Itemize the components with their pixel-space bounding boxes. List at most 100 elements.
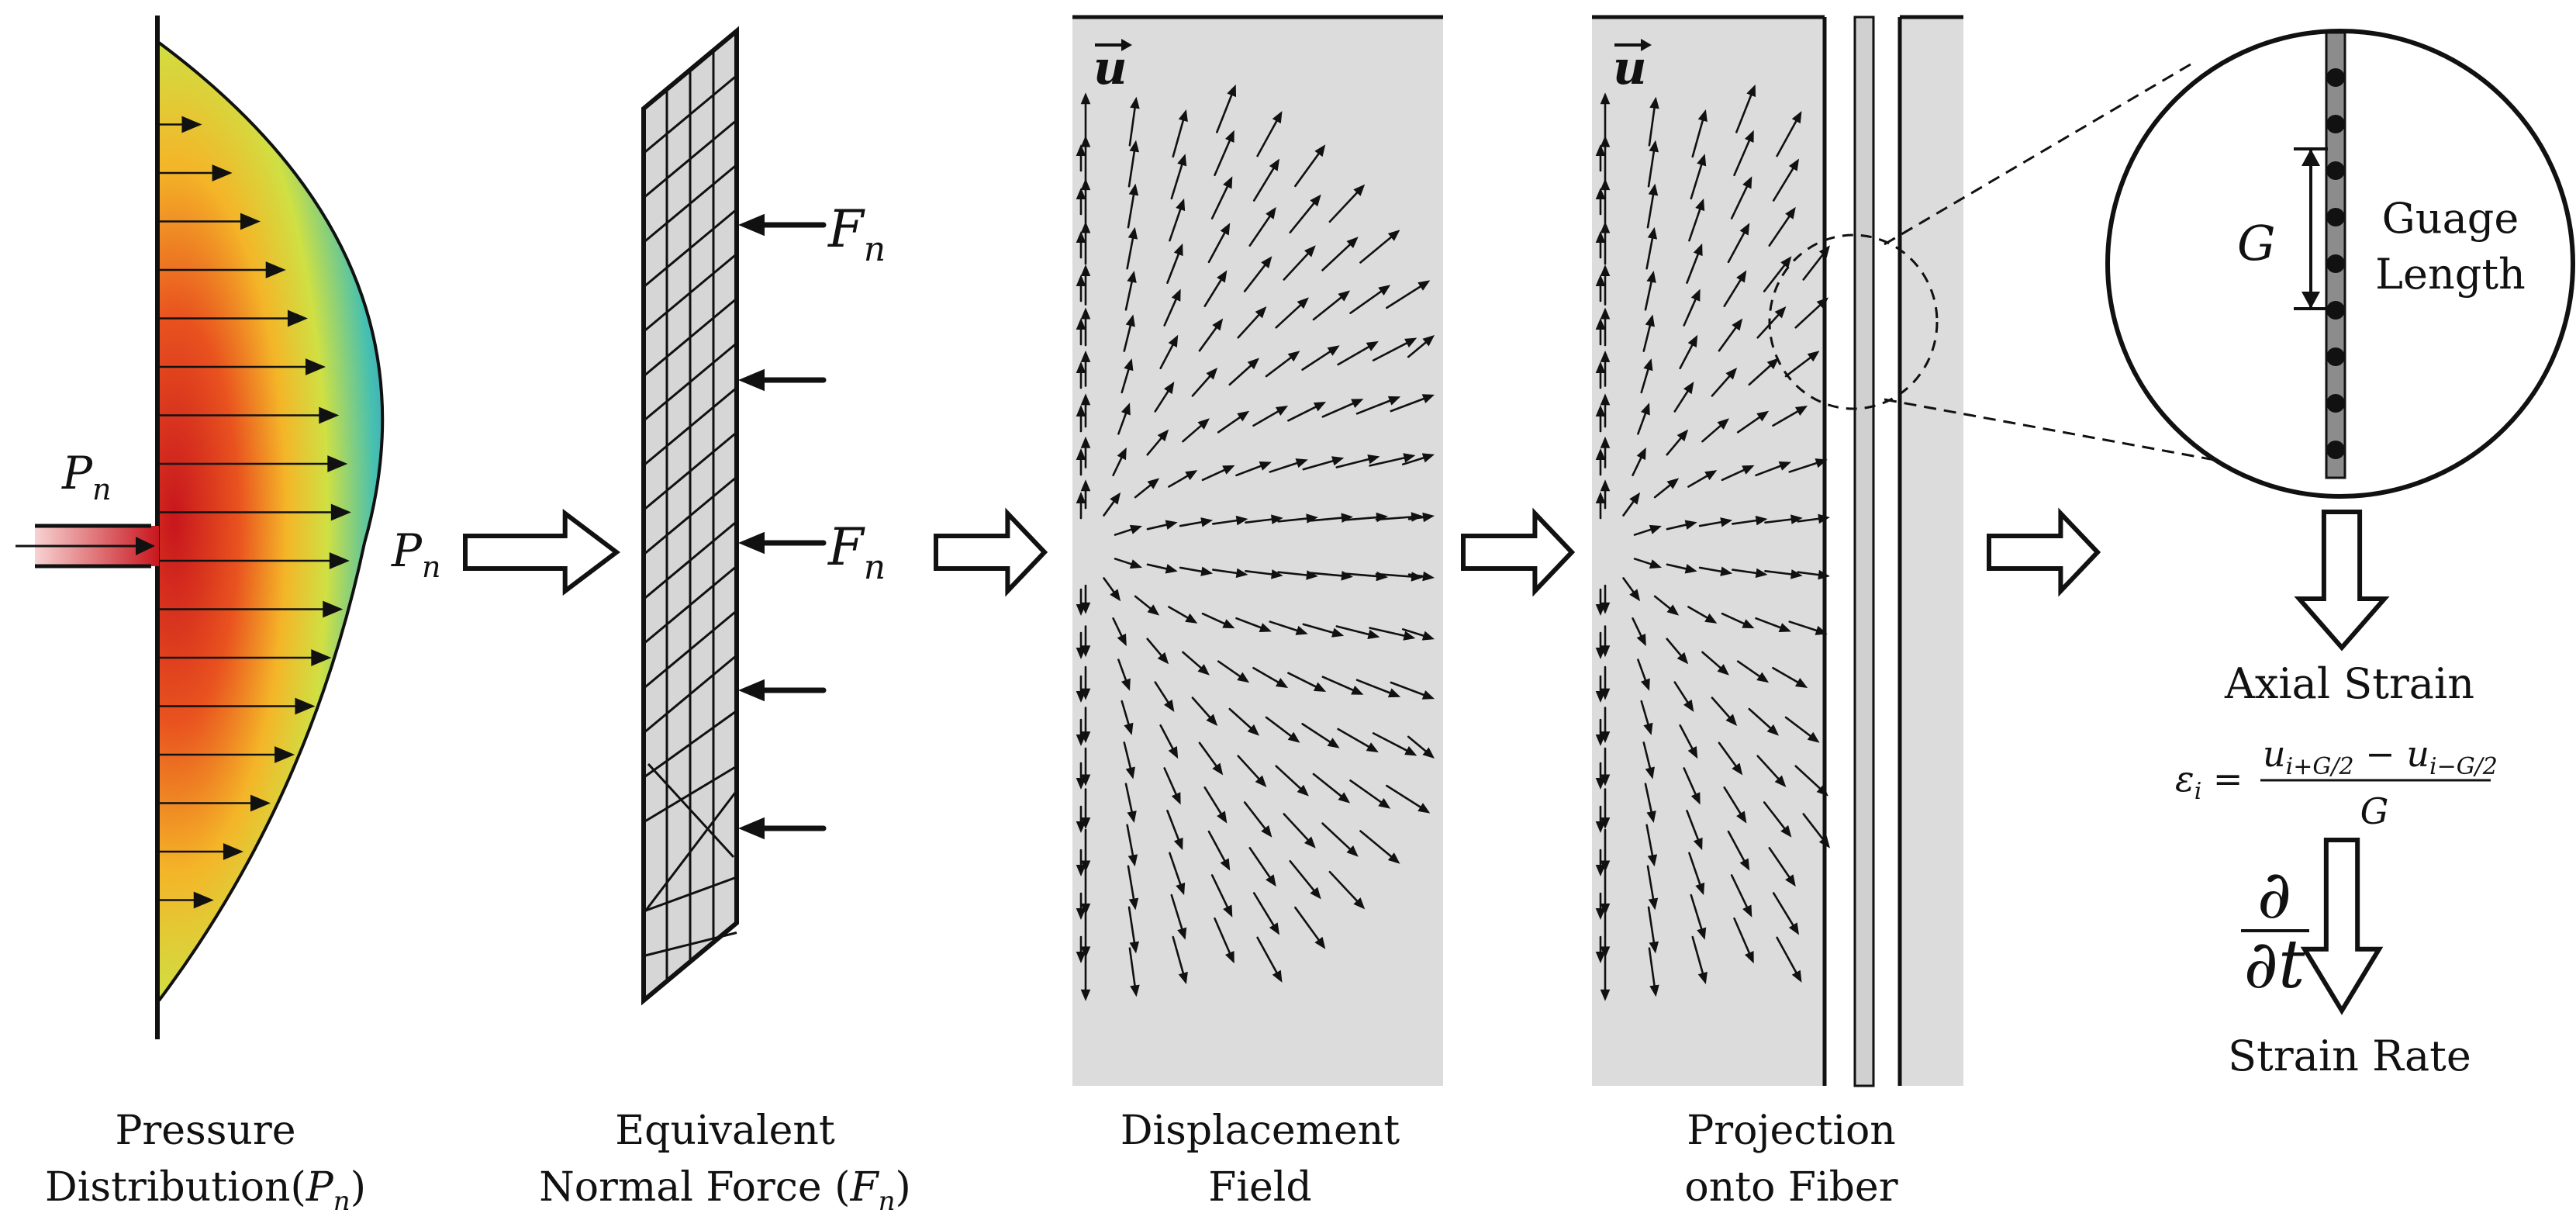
displacement-arrow-shaft — [1337, 346, 1370, 366]
displacement-arrow-head — [1124, 722, 1134, 735]
mesh-row-line — [643, 119, 737, 199]
displacement-arrow-head — [1197, 664, 1210, 676]
hollow-arrow-4 — [1987, 507, 2101, 597]
displacement-arrow-shaft — [1126, 237, 1134, 270]
projected-arrow-head — [1629, 492, 1641, 505]
displacement-arrow-head — [1076, 908, 1086, 920]
pressure-arrow-head — [240, 213, 261, 230]
displacement-arrow-head — [1171, 792, 1181, 805]
displacement-arrow — [1269, 458, 1308, 473]
displacement-arrow — [1302, 623, 1345, 638]
displacement-arrow — [1191, 368, 1218, 397]
displacement-arrow-head — [1168, 746, 1179, 759]
displacement-arrow-head — [1168, 334, 1179, 347]
displacement-arrow-head — [1272, 970, 1283, 983]
displacement-arrow — [1117, 658, 1131, 691]
hollow-arrow-down-1 — [2294, 510, 2390, 652]
projected-arrow — [1711, 368, 1738, 397]
u-vector-bar-head-2 — [1641, 39, 1652, 51]
displacement-arrow-shaft — [1154, 681, 1169, 703]
displacement-arrow-shaft — [1179, 520, 1203, 527]
pressure-arrow — [157, 503, 351, 521]
displacement-arrow — [1207, 223, 1231, 264]
displacement-arrow-head — [1173, 243, 1183, 257]
projected-arrow-head — [1640, 678, 1650, 691]
pressure-arrow-head — [223, 843, 243, 860]
displacement-arrow-head — [1224, 130, 1234, 143]
projected-arrow-shaft — [1755, 465, 1782, 477]
pressure-arrow — [157, 406, 340, 424]
projected-arrow — [1600, 178, 1611, 224]
displacement-arrow-shaft — [1302, 623, 1335, 634]
projected-arrow-shaft — [1736, 660, 1761, 678]
projected-arrow-shaft — [1645, 237, 1654, 270]
force-arrow — [738, 679, 827, 702]
displacement-arrow-shaft — [1114, 558, 1133, 565]
displacement-arrow-head — [1127, 854, 1138, 867]
displacement-arrow — [1235, 461, 1272, 477]
displacement-arrow-shaft — [1321, 402, 1354, 418]
displacement-arrow-head — [1173, 837, 1183, 851]
displacement-arrow — [1159, 724, 1179, 759]
displacement-arrow — [1128, 947, 1140, 997]
displacement-arrow-head — [1422, 571, 1435, 582]
displacement-arrow — [1203, 786, 1228, 824]
projected-arrow-shaft — [1784, 716, 1811, 738]
projected-arrow-shaft — [1735, 94, 1752, 133]
displacement-arrow-head — [1235, 515, 1248, 526]
projected-arrow-shaft — [1701, 424, 1721, 443]
displacement-arrow-shaft — [1191, 696, 1211, 719]
displacement-arrow-head — [1338, 290, 1351, 302]
displacement-arrow-head — [1130, 96, 1140, 109]
displacement-arrow-head — [1076, 188, 1086, 199]
displacement-arrow-shaft — [1154, 390, 1169, 413]
displacement-arrow — [1294, 906, 1326, 949]
displacement-arrow-head — [1338, 792, 1351, 804]
displacement-arrow-shaft — [1166, 253, 1180, 284]
displacement-arrow — [1076, 405, 1086, 433]
projected-arrow — [1690, 154, 1707, 200]
displacement-arrow — [1245, 569, 1283, 579]
projected-arrow-head — [1695, 198, 1705, 212]
projected-arrow-head — [1600, 817, 1611, 829]
projected-arrow-head — [1595, 734, 1606, 746]
displacement-arrow-head — [1314, 144, 1326, 157]
displacement-arrow — [1337, 340, 1379, 366]
displacement-arrow — [1237, 306, 1267, 339]
projected-arrow — [1788, 458, 1828, 473]
force-arrows — [738, 213, 827, 840]
projected-arrow-shaft — [1688, 208, 1701, 242]
displacement-arrow-shaft — [1283, 252, 1309, 281]
displacement-arrow — [1076, 805, 1086, 833]
projected-arrow — [1595, 849, 1606, 876]
displacement-arrow — [1127, 140, 1140, 188]
u-vector-bar-head-1 — [1121, 39, 1132, 51]
displacement-arrow-head — [1287, 351, 1300, 362]
displacement-arrow-head — [1177, 927, 1187, 940]
displacement-arrow — [1123, 741, 1135, 779]
projected-arrow-shaft — [1645, 824, 1654, 856]
displacement-arrow-head — [1367, 454, 1380, 465]
displacement-arrow — [1127, 865, 1139, 911]
displacement-arrow — [1163, 767, 1181, 805]
displacement-arrow-shaft — [1163, 767, 1177, 796]
projected-arrow-head — [1643, 722, 1653, 735]
displacement-arrow — [1128, 96, 1140, 147]
displacement-arrow-shaft — [1159, 344, 1174, 370]
pressure-arrow — [157, 697, 316, 715]
displacement-arrow-shaft — [1245, 518, 1273, 524]
displacement-arrow — [1163, 289, 1181, 327]
projected-arrow-shaft — [1622, 577, 1635, 593]
displacement-arrow-head — [1080, 307, 1091, 320]
displacement-arrow-head — [1223, 176, 1233, 189]
displacement-arrow-shaft — [1168, 475, 1189, 488]
displacement-arrow-head — [1222, 619, 1235, 629]
displacement-arrow — [1172, 935, 1188, 985]
projected-arrow — [1727, 223, 1750, 264]
displacement-arrow-head — [1422, 334, 1435, 347]
displacement-arrow-head — [1306, 570, 1318, 580]
projected-arrow — [1687, 470, 1718, 488]
projected-arrow-head — [1647, 226, 1658, 240]
projected-arrow-shaft — [1637, 658, 1647, 681]
